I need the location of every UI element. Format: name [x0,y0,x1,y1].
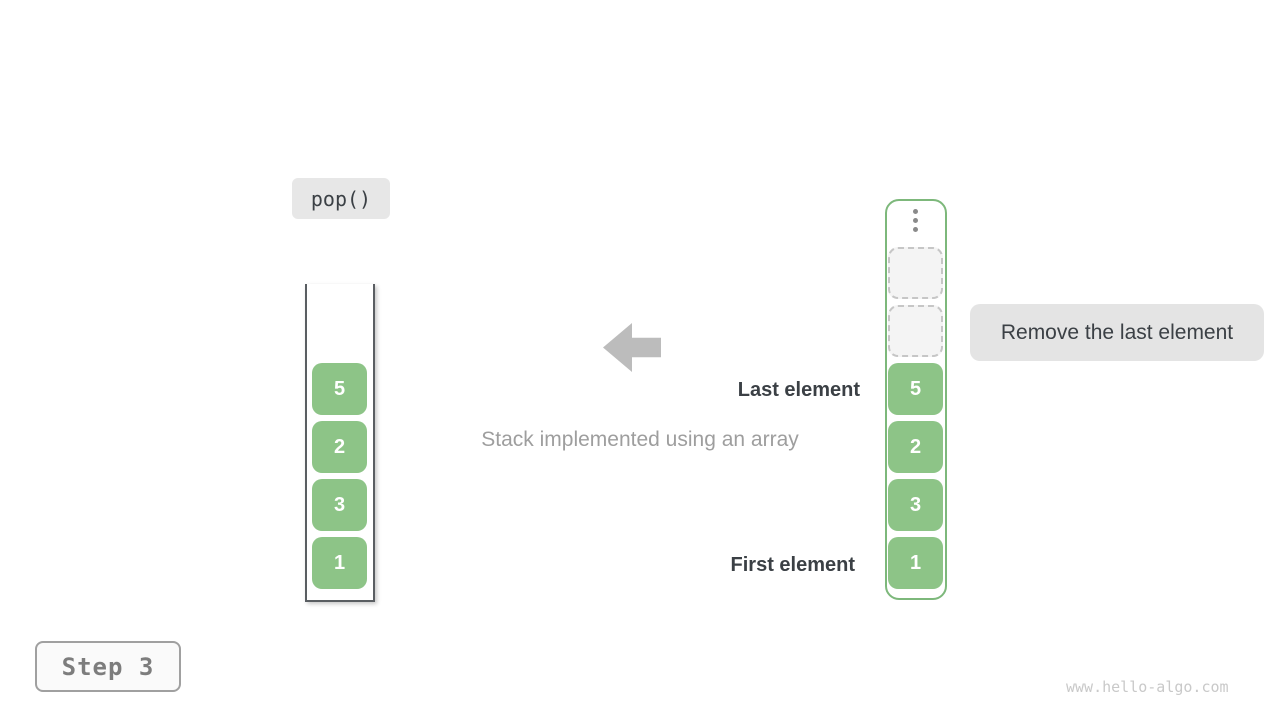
last-element-label: Last element [737,379,860,401]
stack-cell: 2 [312,421,367,473]
stack-cell: 5 [312,363,367,415]
watermark-text: www.hello-algo.com [1066,678,1229,696]
arrow-left-icon [603,323,661,372]
vertical-dots-icon [905,209,926,232]
caption-text: Stack implemented using an array [481,428,799,451]
array-cell: 2 [888,421,943,473]
step-badge: Step 3 [35,641,181,692]
pop-operation-label: pop() [292,178,390,219]
array-cell: 1 [888,537,943,589]
empty-slot [888,305,943,357]
stack-cell: 1 [312,537,367,589]
array-cell: 5 [888,363,943,415]
stack-cell: 3 [312,479,367,531]
empty-slot [888,247,943,299]
first-element-label: First element [730,554,855,576]
remove-annotation-label: Remove the last element [970,304,1264,361]
array-cell: 3 [888,479,943,531]
